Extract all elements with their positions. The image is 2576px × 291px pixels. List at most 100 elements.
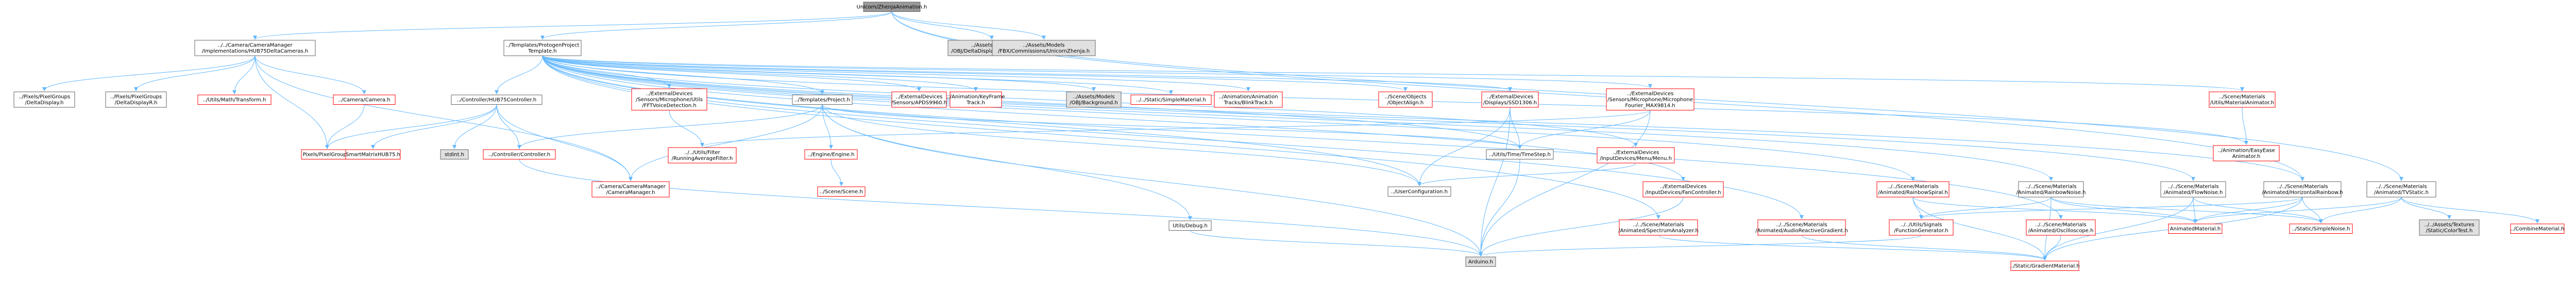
node-label-line: ../Scene/Objects — [1384, 94, 1426, 100]
graph-node-n42[interactable]: ../../Scene/Materials/Animated/AudioReac… — [1755, 219, 1848, 236]
graph-node-n19[interactable]: ../ExternalDevices/Displays/SSD1306.h — [1481, 91, 1539, 108]
dependency-edge — [542, 55, 1512, 91]
graph-node-n36[interactable]: ../ExternalDevices/InputDevices/FanContr… — [1642, 181, 1724, 198]
graph-node-n4[interactable]: ../Assets/Models/FBX/Commissions/Unicorn… — [992, 40, 1096, 56]
graph-node-n16[interactable]: ../../Static/SimpleMaterial.h — [1130, 94, 1212, 105]
dependency-edge — [540, 11, 892, 40]
graph-node-n18[interactable]: ../Scene/Objects/ObjectAlign.h — [1378, 91, 1433, 108]
graph-node-n13[interactable]: ../ExternalDevices/Sensors/APDS9960.h — [891, 91, 947, 108]
dependency-edge — [1479, 197, 1684, 256]
node-label-line: /DeltaDisplay.h — [25, 100, 64, 106]
node-box — [950, 91, 1002, 108]
graph-node-n22[interactable]: ../../Scene/Materials/Animated/Horizonta… — [2262, 181, 2343, 198]
node-label-line: Utils/Debug.h — [1173, 223, 1208, 229]
graph-node-n46[interactable]: ../Static/SimpleNoise.h — [2289, 223, 2353, 234]
graph-node-n47[interactable]: ../../Assets/Textures/Static/ColorTest.h — [2419, 219, 2480, 236]
node-box — [1378, 91, 1433, 108]
graph-node-n44[interactable]: ../../Scene/Materials/Animated/Oscillosc… — [2026, 219, 2096, 236]
graph-node-n20[interactable]: ../ExternalDevices/Sensors/Microphone/Mi… — [1606, 88, 1694, 110]
graph-node-n29[interactable]: ../Engine/Engine.h — [804, 149, 858, 159]
node-label-line: ../../Scene/Materials — [1776, 222, 1827, 228]
graph-node-n31[interactable]: ../ExternalDevices/InputDevices/Menu/Men… — [1597, 147, 1675, 164]
graph-node-n34[interactable]: ../Camera/CameraManager/CameraManager.h — [591, 181, 670, 198]
node-label-line: Track.h — [966, 100, 985, 106]
graph-node-n33[interactable]: ../Scene/Scene.h — [817, 186, 866, 197]
graph-node-n37[interactable]: ../../Scene/Materials/Animated/RainbowSp… — [1876, 181, 1950, 198]
dependency-edge — [542, 55, 1915, 181]
dependency-edge — [1912, 197, 2047, 261]
graph-node-n48[interactable]: ../CombineMaterial.h — [2510, 223, 2565, 234]
graph-node-n27[interactable]: ../Controller/Controller.h — [483, 149, 556, 159]
node-label-line: ../CombineMaterial.h — [2511, 227, 2564, 232]
graph-node-n25[interactable]: SmartMatrixHUB75.h — [345, 149, 401, 159]
node-label-line: ../Assets/Models — [1073, 94, 1115, 100]
graph-node-n1[interactable]: ../../Camera/CameraManager/Implementatio… — [194, 40, 316, 56]
graph-node-n23[interactable]: ../../Scene/Materials/Animated/TVStatic.… — [2366, 181, 2436, 198]
graph-node-n35[interactable]: ../UserConfiguration.h — [1387, 186, 1451, 197]
node-label-line: ../Animation/KeyFrame — [946, 94, 1005, 100]
node-label-line: /Animated/TVStatic.h — [2374, 190, 2429, 196]
node-label-line: ../ExternalDevices — [1627, 91, 1674, 97]
graph-node-n50[interactable]: ../Static/GradientMaterial.h — [2010, 261, 2080, 271]
graph-node-n30[interactable]: ../Utils/Time/TimeStep.h — [1486, 149, 1554, 159]
graph-node-n28[interactable]: ../../Utils/Filter/RunningAverageFilter.… — [668, 147, 737, 164]
graph-node-n26[interactable]: stdint.h — [440, 149, 469, 159]
node-label-line: /RunningAverageFilter.h — [672, 156, 733, 161]
graph-node-n40[interactable]: Utils/Debug.h — [1168, 220, 1212, 231]
graph-node-n7[interactable]: ../Pixels/PixelGroups/DeltaDisplayR.h — [105, 91, 167, 108]
node-label-line: ../Static/SimpleNoise.h — [2292, 227, 2350, 232]
dependency-edge — [325, 104, 365, 149]
graph-node-n38[interactable]: ../../Scene/Materials/Animated/RainbowNo… — [2016, 181, 2086, 198]
dependency-edge — [542, 55, 2053, 181]
graph-node-n43[interactable]: ../../Utils/Signals/FunctionGenerator.h — [1889, 219, 1954, 236]
graph-node-n12[interactable]: ../Templates/Project.h — [792, 94, 853, 105]
graph-node-n49[interactable]: Arduino.h — [1465, 256, 1496, 267]
graph-node-n9[interactable]: ../Camera/Camera.h — [333, 94, 396, 105]
node-box — [1168, 220, 1212, 231]
graph-node-n21[interactable]: ../Scene/Materials/Utils/MaterialAnimato… — [2209, 91, 2276, 108]
node-box — [345, 149, 401, 159]
dependency-edge — [1190, 230, 1483, 256]
node-label-line: ../Scene/Materials — [2219, 94, 2265, 100]
dependency-edge — [519, 159, 1483, 256]
graph-node-n39[interactable]: ../../Scene/Materials/Animated/FlowNoise… — [2160, 181, 2226, 198]
dependency-edge — [822, 104, 833, 149]
node-box — [591, 181, 670, 198]
graph-node-n41[interactable]: ../../Scene/Materials/Animated/SpectrumA… — [1618, 219, 1699, 236]
dependency-edge — [42, 55, 256, 91]
graph-node-n6[interactable]: ../Pixels/PixelGroups/DeltaDisplay.h — [13, 91, 75, 108]
node-label-line: ../../Camera/CameraManager — [217, 43, 293, 48]
dependency-edge — [669, 110, 704, 147]
dependency-edge — [517, 104, 823, 149]
dependency-edge — [2193, 197, 2323, 223]
node-label-line: Fourier_MAX9814.h — [1625, 103, 1675, 109]
node-label-line: ../ExternalDevices — [1613, 150, 1659, 156]
graph-node-n11[interactable]: ../ExternalDevices/Sensors/Microphone/Ut… — [631, 88, 707, 110]
graph-node-n17[interactable]: ../Animation/AnimationTracks/BlinkTrack.… — [1214, 91, 1283, 108]
node-box — [1465, 256, 1496, 267]
dependency-edge — [891, 11, 994, 40]
dependency-edge — [822, 104, 1522, 149]
node-label-line: /OBJ/DeltaDisplayBackground.h — [951, 48, 1032, 54]
node-box — [2160, 181, 2226, 198]
node-box — [197, 94, 272, 105]
graph-node-n45[interactable]: AnimatedMaterial.h — [2168, 223, 2223, 234]
dependency-edge — [542, 55, 2244, 91]
node-box — [2018, 181, 2084, 198]
node-label-line: Animator.h — [2232, 154, 2261, 159]
dependency-edge — [325, 104, 497, 149]
node-label-line: ../ExternalDevices — [1487, 94, 1534, 100]
graph-node-n15[interactable]: ../Assets/Models/OBJ/Background.h — [1066, 91, 1122, 108]
nodes-layer: Unicorn/ZhenjaAnimation.h../../Camera/Ca… — [13, 2, 2565, 271]
node-label-line: /Static/ColorTest.h — [2426, 228, 2473, 234]
dependency-edge — [2193, 197, 2197, 223]
node-label-line: /Animated/RainbowNoise.h — [2016, 190, 2086, 196]
node-label-line: ../ExternalDevices — [646, 91, 693, 97]
graph-node-n10[interactable]: ../Controller/HUB75Controller.h — [451, 94, 543, 105]
node-label-line: AnimatedMaterial.h — [2170, 227, 2221, 232]
graph-node-n24[interactable]: Pixels/PixelGroup.h — [301, 149, 353, 159]
graph-node-n8[interactable]: ../Utils/Math/Transform.h — [197, 94, 272, 105]
